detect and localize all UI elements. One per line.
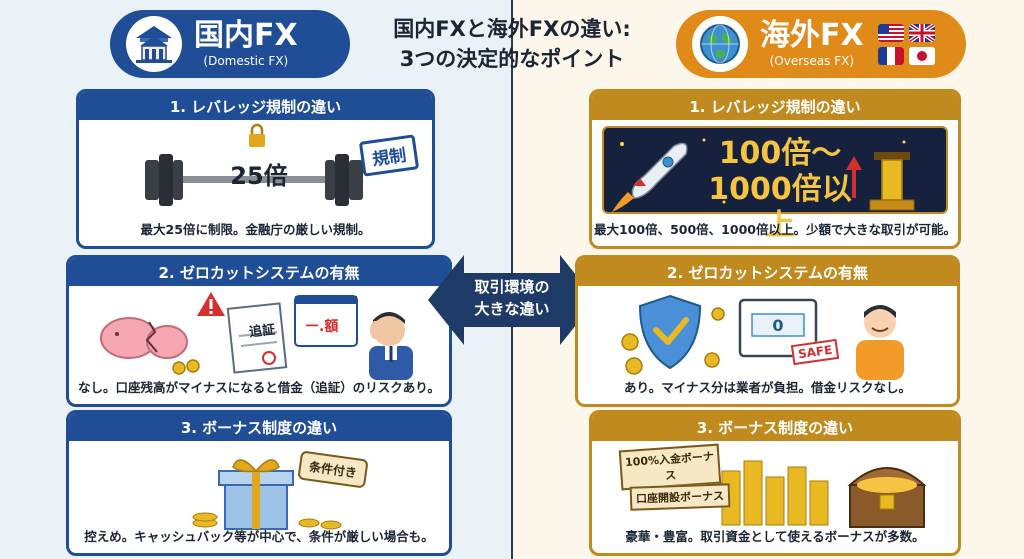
safe-screen-icon xyxy=(738,298,818,358)
overseas-leverage-heading: 1. レバレッジ規制の違い xyxy=(592,92,958,120)
stars-icon xyxy=(620,138,906,204)
overseas-subtitle: (Overseas FX) xyxy=(769,54,855,68)
overseas-zerocut-caption: あり。マイナス分は業者が負担。借金リスクなし。 xyxy=(623,380,911,395)
overseas-title: 海外FX xyxy=(760,18,864,53)
balance-zero-value: 0 xyxy=(772,316,784,335)
stressed-man-icon xyxy=(369,312,413,380)
lock-icon xyxy=(249,123,265,147)
domestic-bonus-heading: 3. ボーナス制度の違い xyxy=(69,413,449,441)
coins-icon xyxy=(621,307,725,375)
domestic-bonus-panel: 3. ボーナス制度の違い 条件付き 控えめ。キャッシュバック等が中心で、条件が厳… xyxy=(66,410,452,556)
page-title: 国内FXと海外FXの違い: 3つの決定的なポイント xyxy=(362,14,662,74)
domestic-header: 国内FX (Domestic FX) xyxy=(110,10,350,78)
double-arrow-icon xyxy=(428,255,596,345)
domestic-leverage-caption: 最大25倍に制限。金融庁の厳しい規制。 xyxy=(140,222,371,237)
rocket-icon xyxy=(612,142,688,212)
negative-amount-label: ー.額 xyxy=(305,319,339,335)
domestic-zerocut-panel: 2. ゼロカットシステムの有無 xyxy=(66,255,452,407)
center-label-line2: 大きな違い xyxy=(474,300,550,318)
overseas-zerocut-heading: 2. ゼロカットシステムの有無 xyxy=(578,258,957,286)
warning-screen-icon xyxy=(294,295,358,347)
jack-icon xyxy=(846,152,915,211)
japanese-building-icon xyxy=(126,16,182,72)
overseas-bonus-heading: 3. ボーナス制度の違い xyxy=(592,413,958,441)
warning-icon xyxy=(197,292,225,316)
smiling-man-icon xyxy=(856,305,904,380)
overseas-zerocut-panel: 2. ゼロカットシステムの有無 0 xyxy=(575,255,960,407)
broken-piggy-bank-icon xyxy=(100,317,200,375)
leverage-limit-value: 25倍 xyxy=(230,162,288,190)
overseas-bonus-panel: 3. ボーナス制度の違い 100%入金ボーナス 口座開設ボーナス 豪華・豊富。取… xyxy=(589,410,961,556)
leverage-banner-line1: 100倍～ xyxy=(718,136,842,171)
document-icon xyxy=(226,302,288,374)
center-label: 取引環境の 大きな違い xyxy=(460,276,564,320)
coin-stack-icon xyxy=(192,512,342,530)
page-title-line1: 国内FXと海外FXの違い: xyxy=(393,17,631,41)
treasure-chest-icon xyxy=(847,467,927,528)
account-opening-bonus-ticket: 口座開設ボーナス xyxy=(629,483,731,511)
overseas-leverage-caption: 最大100倍、500倍、1000倍以上。少額で大きな取引が可能。 xyxy=(594,222,956,237)
page-title-line2: 3つの決定的なポイント xyxy=(399,47,625,71)
overseas-bonus-caption: 豪華・豊富。取引資金として使えるボーナスが多数。 xyxy=(625,529,925,544)
coin-stacks-icon xyxy=(721,460,829,526)
domestic-bonus-caption: 控えめ。キャッシュバック等が中心で、条件が厳しい場合も。 xyxy=(84,529,434,544)
japan-flag-icon xyxy=(908,46,935,65)
center-label-line1: 取引環境の xyxy=(474,278,550,296)
uk-flag-icon xyxy=(908,23,935,42)
shield-check-icon xyxy=(638,294,702,370)
gift-box-icon xyxy=(218,459,294,530)
margin-call-document-label: 追証 xyxy=(248,322,276,341)
overseas-leverage-panel: 1. レバレッジ規制の違い xyxy=(589,89,961,249)
domestic-leverage-heading: 1. レバレッジ規制の違い xyxy=(79,92,432,120)
overseas-header: 海外FX (Overseas FX) xyxy=(676,10,966,78)
domestic-leverage-panel: 1. レバレッジ規制の違い 25倍 規制 最大25倍に制限。金融庁の厳しい規制。 xyxy=(76,89,435,249)
globe-icon xyxy=(692,16,748,72)
barbell-icon xyxy=(145,123,363,206)
domestic-zerocut-heading: 2. ゼロカットシステムの有無 xyxy=(69,258,449,286)
domestic-title: 国内FX xyxy=(194,18,298,53)
france-flag-icon xyxy=(877,46,904,65)
leverage-banner: 100倍～ 1000倍以上 xyxy=(602,126,948,243)
leverage-banner-line2: 1000倍以上 xyxy=(708,172,852,243)
domestic-subtitle: (Domestic FX) xyxy=(203,54,289,68)
us-flag-icon xyxy=(877,23,904,42)
flags-group xyxy=(877,23,935,65)
domestic-zerocut-caption: なし。口座残高がマイナスになると借金（追証）のリスクあり。 xyxy=(77,380,440,395)
